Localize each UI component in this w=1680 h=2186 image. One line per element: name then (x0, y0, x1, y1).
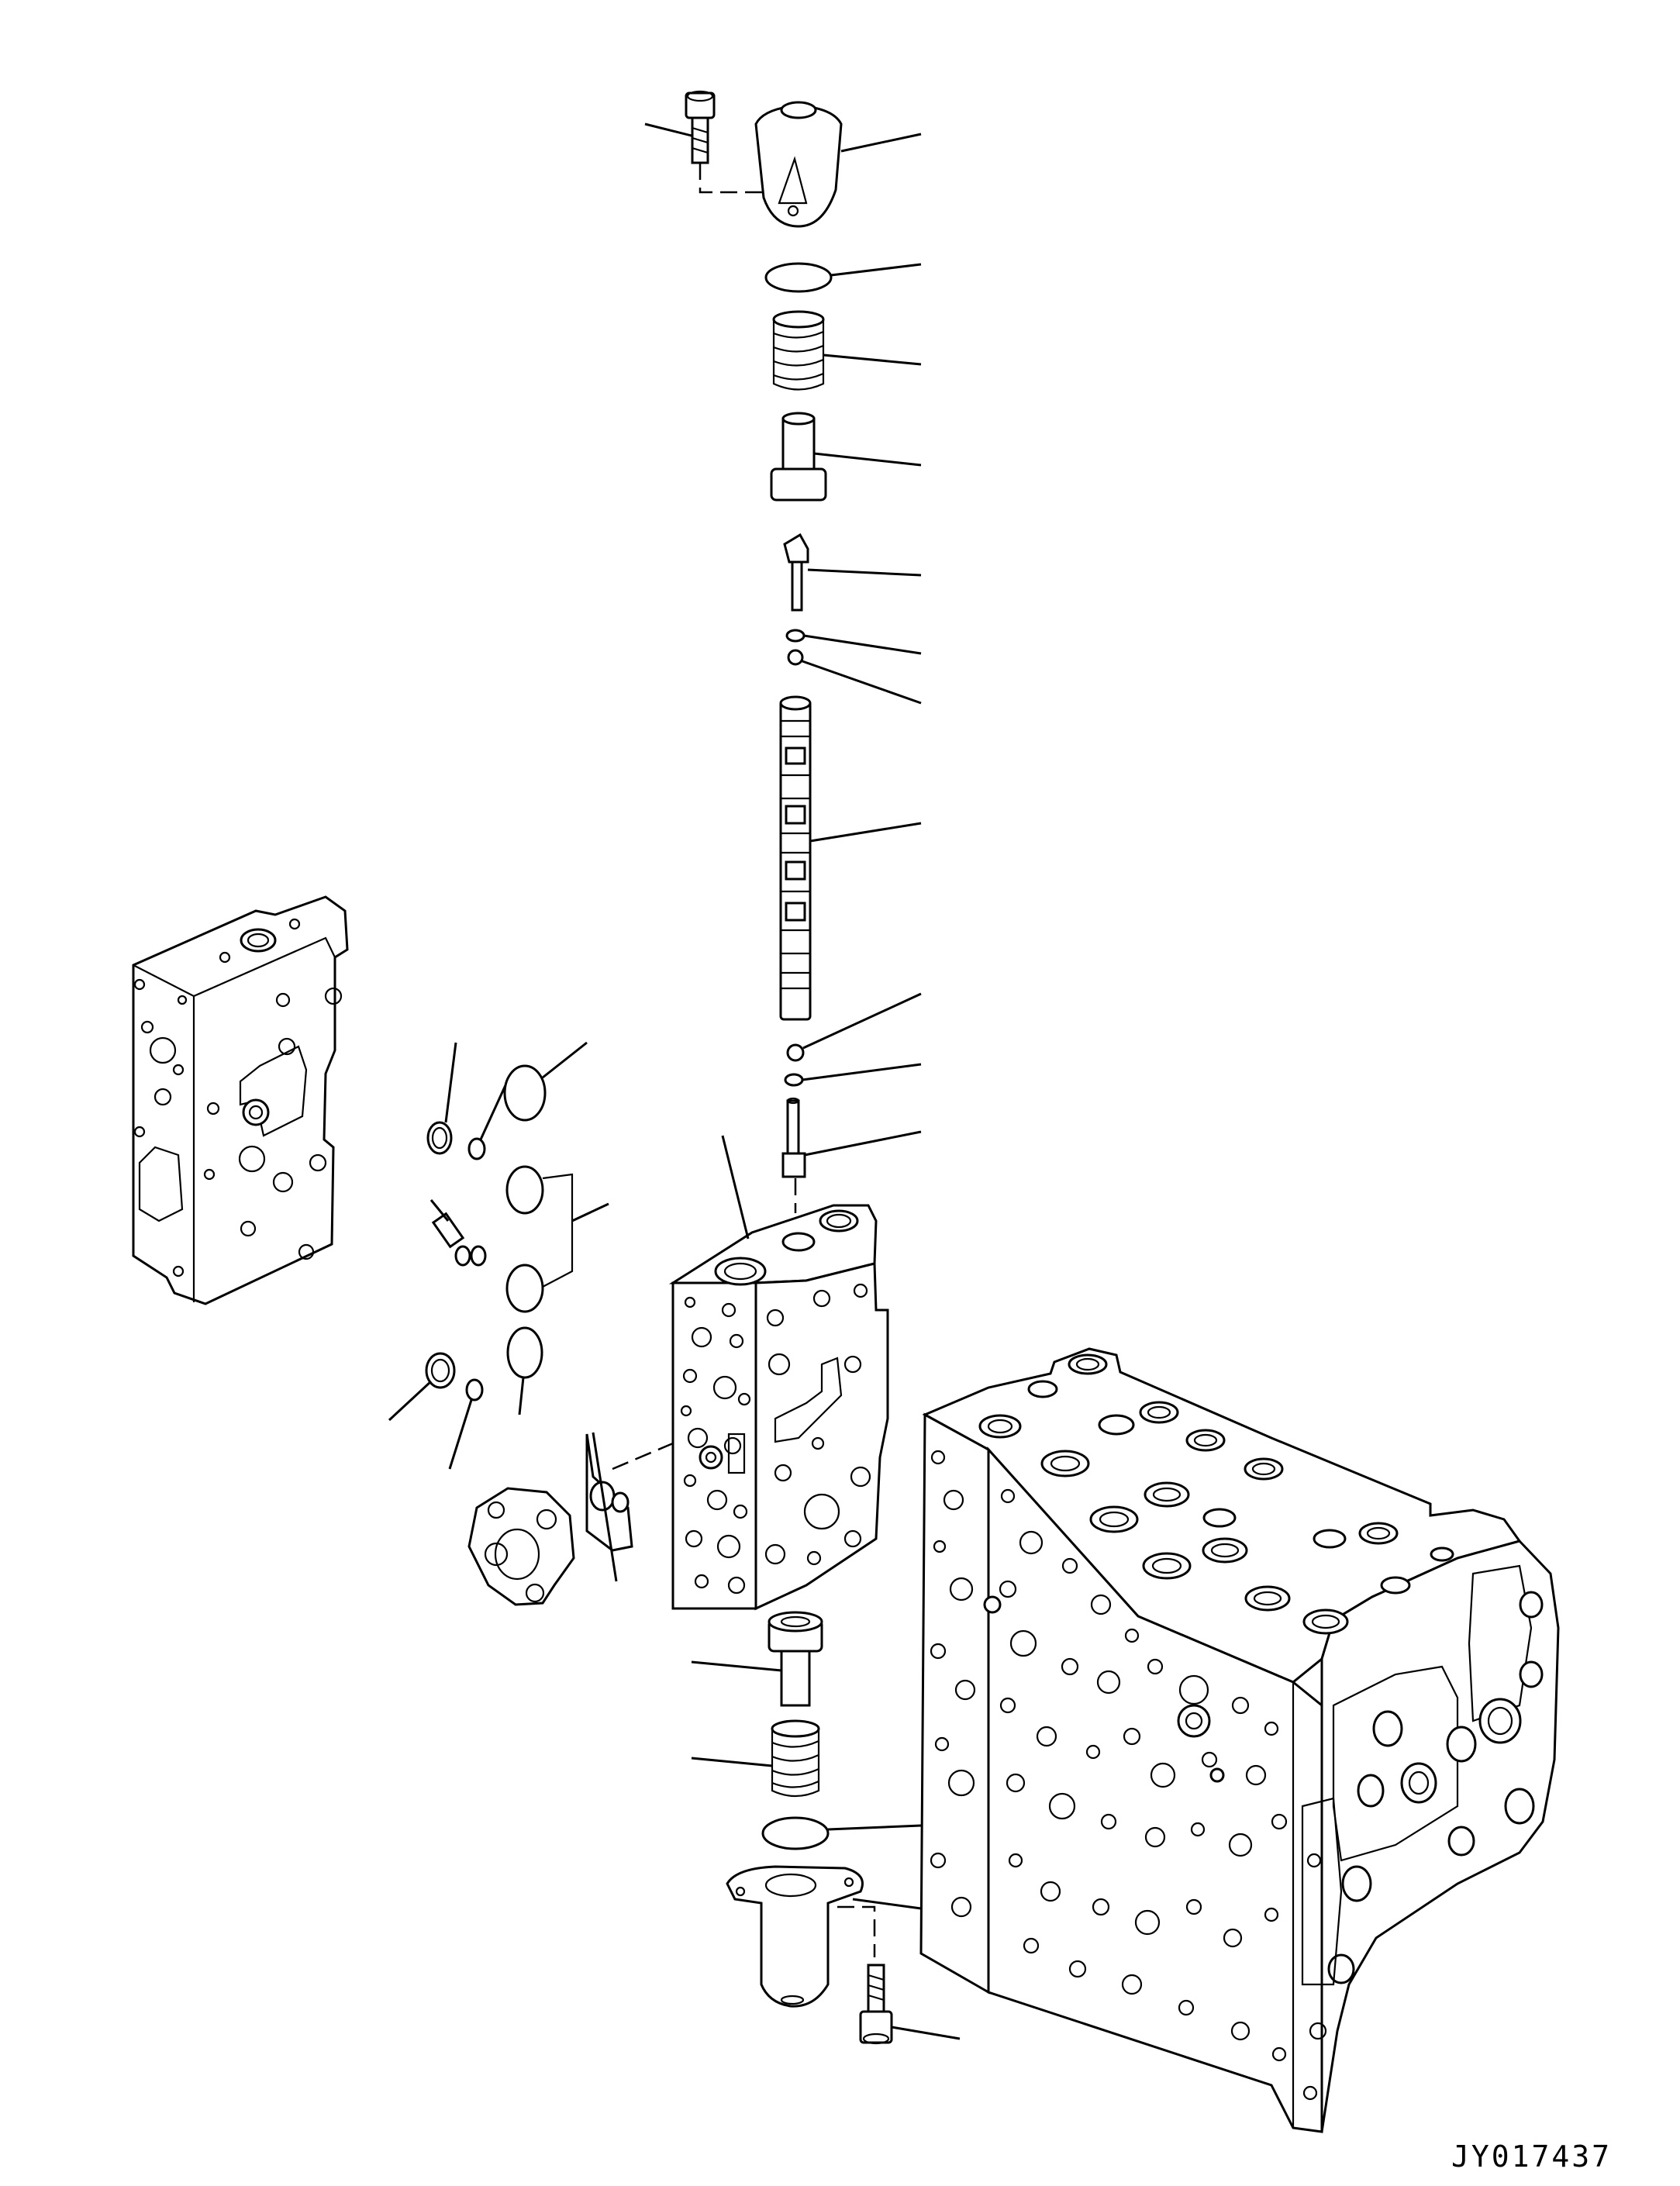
piston (781, 1097, 922, 1178)
assembly-line (837, 1905, 876, 1957)
side-cover (467, 1432, 674, 1606)
lower-retainer (691, 1611, 823, 1707)
valve-section-body (668, 1135, 889, 1611)
spool (779, 695, 922, 1021)
drawing-code: JY017437 (1451, 2139, 1613, 2174)
end-section-details (1301, 1564, 1544, 2101)
small-ring-3 (786, 992, 922, 1062)
lower-o-ring (761, 1816, 922, 1850)
small-ring-4 (784, 1063, 922, 1087)
small-ring-1 (785, 629, 922, 655)
small-ring-2 (787, 649, 922, 705)
side-valve-block (132, 895, 349, 1305)
upper-retainer (770, 412, 922, 502)
upper-o-ring (764, 262, 922, 293)
assembly-line (699, 163, 775, 194)
lower-cap (726, 1865, 922, 2008)
stopper-pin (783, 533, 922, 612)
upper-cap (754, 101, 922, 228)
upper-spring (772, 310, 922, 391)
top-ports (978, 1353, 1454, 1635)
main-valve-assembly (919, 1347, 1560, 2133)
side-seals (388, 1041, 609, 1470)
cap-bolt-top (644, 90, 716, 164)
lower-spring (691, 1719, 820, 1798)
front-holes (930, 1450, 1288, 2062)
cap-bolt-bottom (859, 1964, 961, 2045)
